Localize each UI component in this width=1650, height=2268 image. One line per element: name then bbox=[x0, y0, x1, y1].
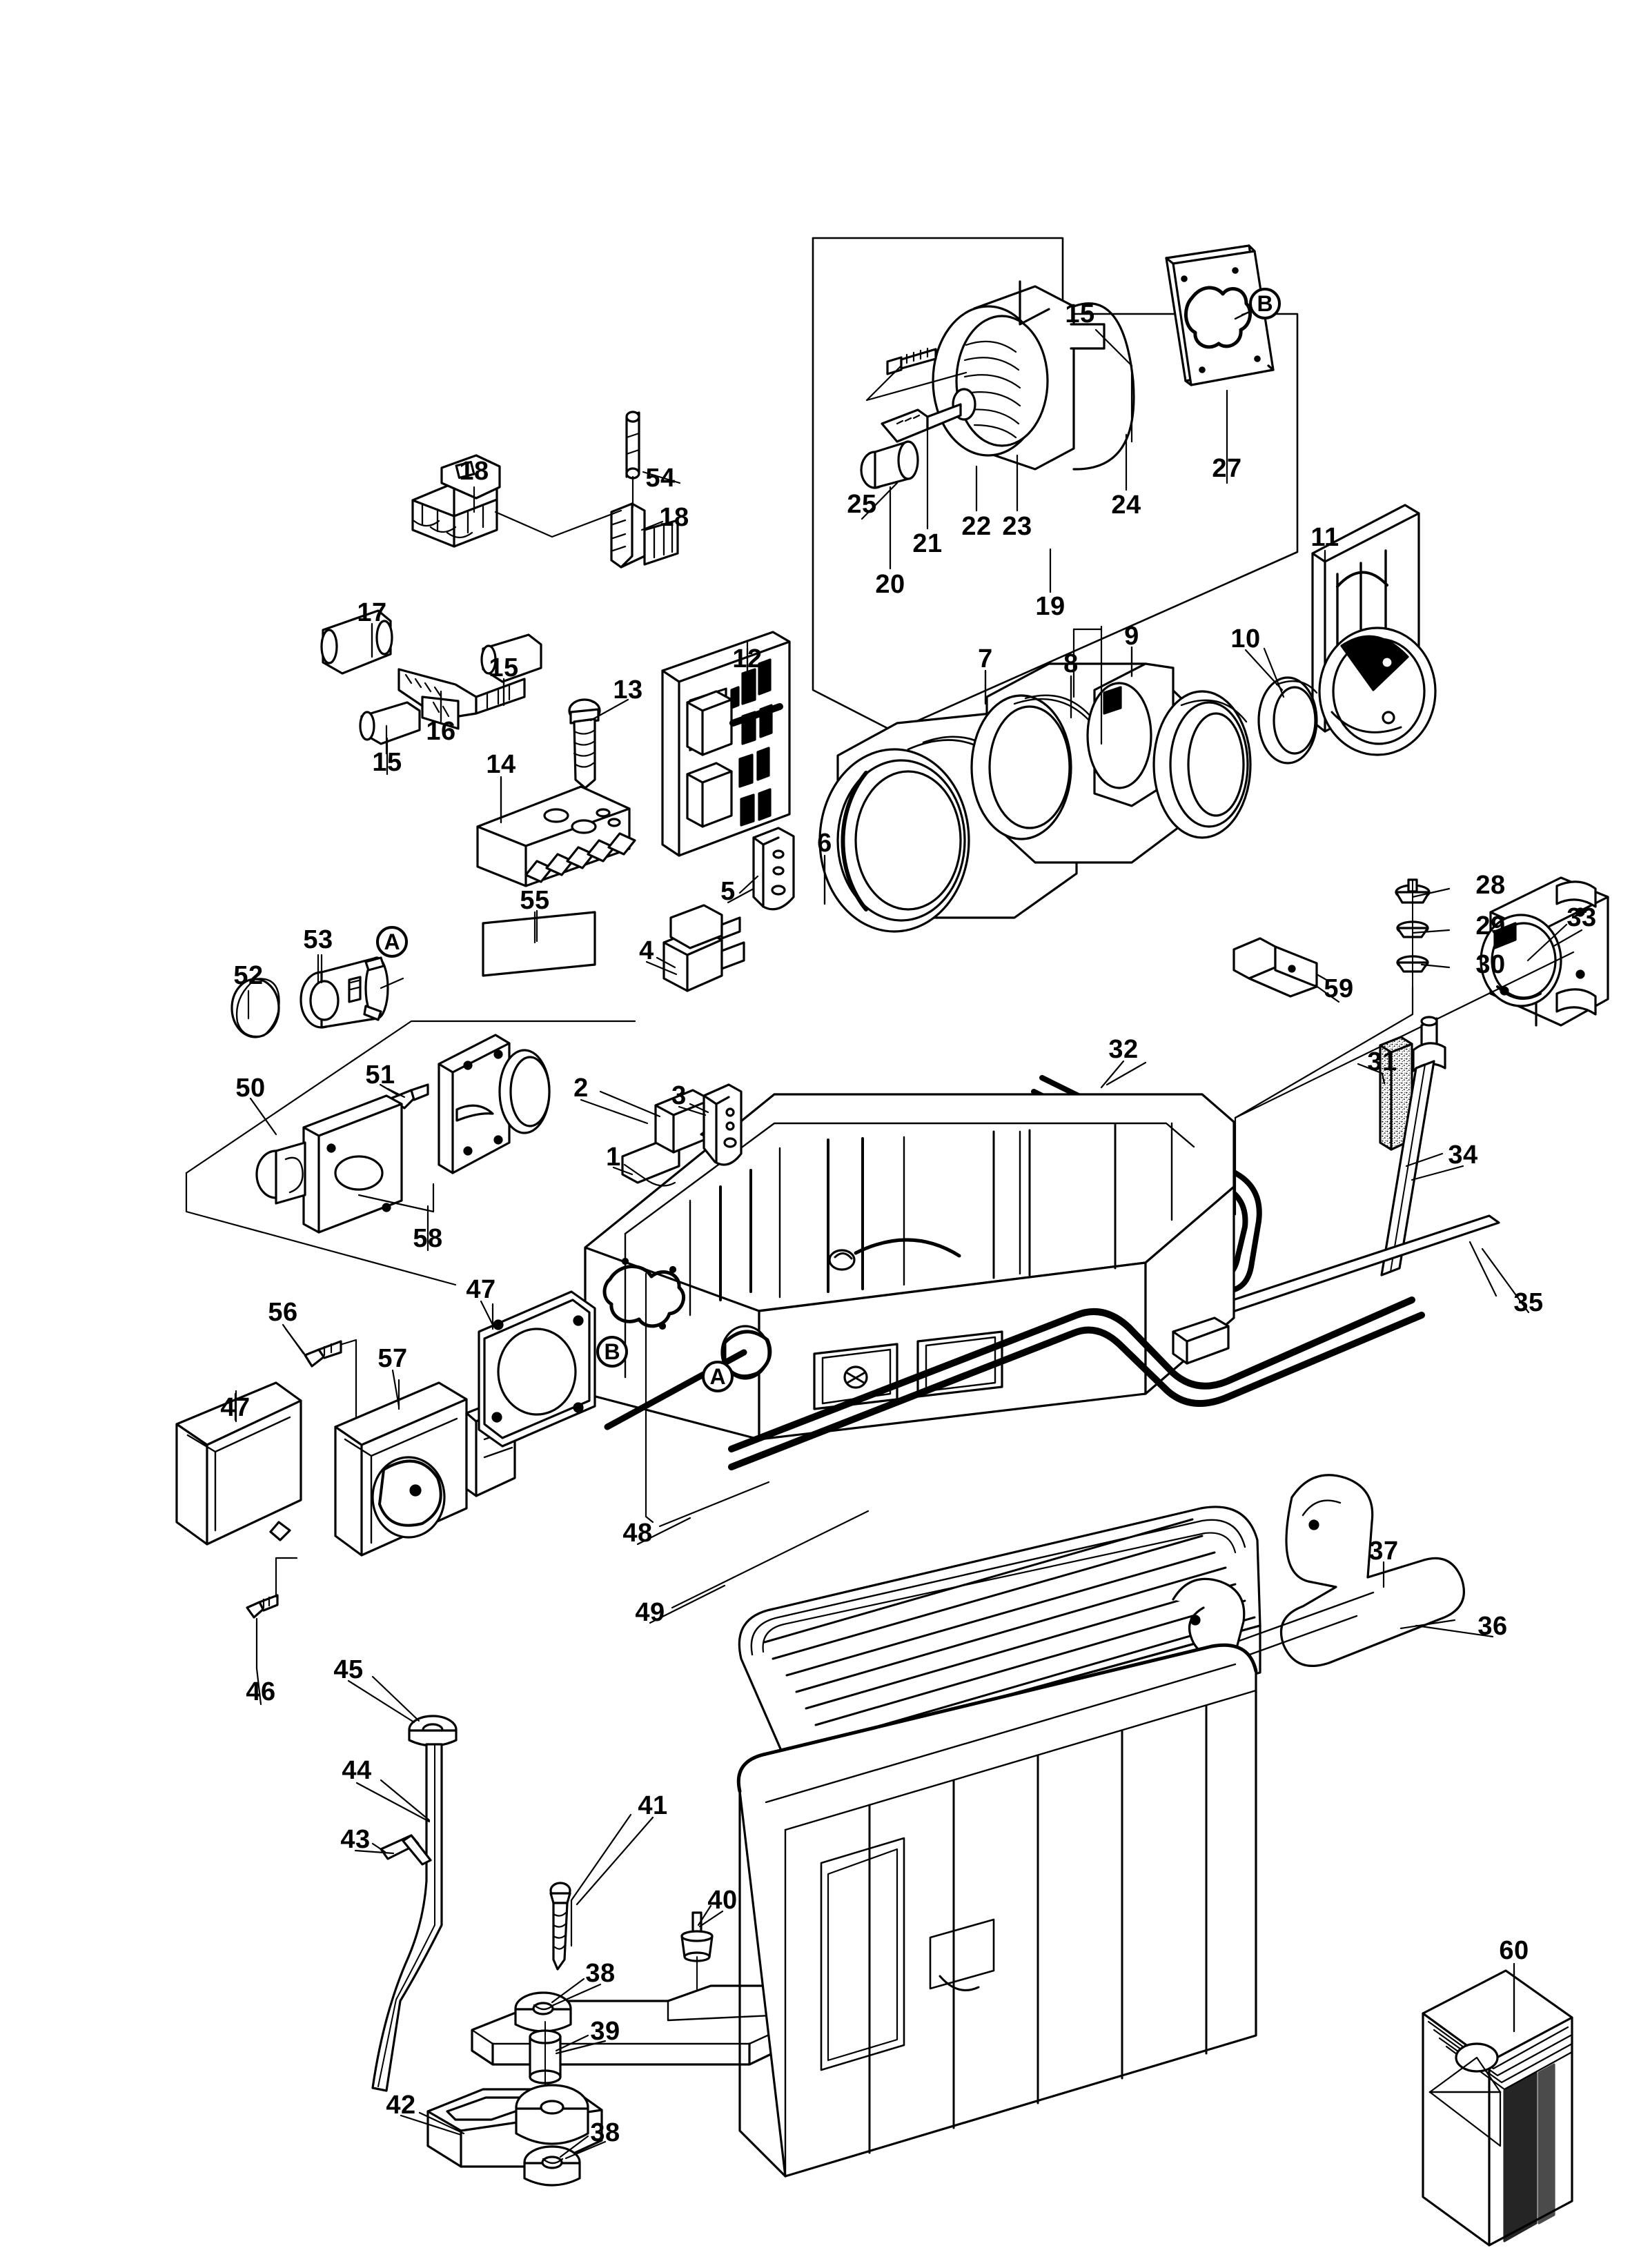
callout-5: 5 bbox=[720, 877, 736, 906]
callout-38-top: 38 bbox=[585, 1959, 616, 1988]
callout-57: 57 bbox=[377, 1344, 408, 1373]
callout-47-left: 47 bbox=[220, 1393, 251, 1422]
callout-27: 27 bbox=[1212, 454, 1242, 483]
callout-15-top: 15 bbox=[1065, 299, 1095, 328]
callout-47-mid: 47 bbox=[466, 1275, 496, 1304]
callout-22: 22 bbox=[961, 512, 992, 541]
reference-mark-a-left: A bbox=[376, 926, 408, 958]
callout-4: 4 bbox=[639, 936, 654, 965]
callout-53: 53 bbox=[303, 925, 333, 954]
callout-38-bottom: 38 bbox=[590, 2118, 620, 2147]
callout-29: 29 bbox=[1475, 911, 1506, 940]
callout-15-low: 15 bbox=[372, 748, 402, 777]
callout-25: 25 bbox=[847, 490, 877, 519]
callout-18-right: 18 bbox=[659, 503, 689, 532]
callout-48: 48 bbox=[622, 1519, 653, 1548]
reference-mark-a-housing: A bbox=[702, 1361, 734, 1392]
callout-37: 37 bbox=[1368, 1537, 1399, 1566]
callout-21: 21 bbox=[912, 529, 943, 558]
callout-41: 41 bbox=[638, 1791, 668, 1820]
callout-30: 30 bbox=[1475, 950, 1506, 979]
callout-17: 17 bbox=[357, 598, 387, 627]
callout-42: 42 bbox=[386, 2091, 416, 2120]
callout-14: 14 bbox=[486, 750, 516, 779]
callout-1: 1 bbox=[606, 1143, 621, 1172]
callout-31: 31 bbox=[1367, 1047, 1397, 1076]
callout-59: 59 bbox=[1324, 974, 1354, 1003]
callout-40: 40 bbox=[707, 1886, 738, 1915]
callout-54: 54 bbox=[645, 464, 676, 493]
callout-43: 43 bbox=[340, 1825, 371, 1854]
callout-44: 44 bbox=[342, 1756, 372, 1785]
callout-23: 23 bbox=[1002, 512, 1032, 541]
callout-8: 8 bbox=[1063, 649, 1079, 678]
callout-18-left: 18 bbox=[459, 457, 489, 486]
callout-11: 11 bbox=[1310, 523, 1339, 552]
callout-19: 19 bbox=[1035, 592, 1065, 621]
callout-58: 58 bbox=[413, 1224, 443, 1253]
callout-39: 39 bbox=[590, 2017, 620, 2046]
callout-12: 12 bbox=[732, 644, 763, 673]
callout-56: 56 bbox=[268, 1298, 298, 1327]
callout-9: 9 bbox=[1124, 622, 1139, 651]
callout-24: 24 bbox=[1111, 491, 1141, 520]
callout-6: 6 bbox=[817, 829, 832, 858]
callout-60: 60 bbox=[1499, 1936, 1529, 1965]
callout-10: 10 bbox=[1230, 624, 1261, 653]
callout-32: 32 bbox=[1108, 1035, 1139, 1064]
callout-35: 35 bbox=[1513, 1288, 1544, 1317]
callout-33: 33 bbox=[1566, 903, 1597, 932]
callout-28: 28 bbox=[1475, 871, 1506, 900]
callout-34: 34 bbox=[1448, 1141, 1478, 1170]
callout-50: 50 bbox=[235, 1074, 266, 1103]
callout-52: 52 bbox=[233, 961, 264, 990]
callout-13: 13 bbox=[613, 676, 643, 704]
callout-16: 16 bbox=[426, 717, 456, 746]
callout-51: 51 bbox=[365, 1061, 395, 1089]
callout-46: 46 bbox=[246, 1677, 276, 1706]
callout-15-mid: 15 bbox=[489, 653, 519, 682]
reference-mark-b-housing: B bbox=[596, 1336, 628, 1368]
callout-2: 2 bbox=[573, 1074, 589, 1103]
callout-7: 7 bbox=[978, 644, 993, 673]
callout-55: 55 bbox=[520, 886, 550, 915]
callout-45: 45 bbox=[333, 1655, 364, 1684]
reference-mark-b-top: B bbox=[1249, 288, 1281, 319]
callout-36: 36 bbox=[1477, 1612, 1508, 1641]
callout-3: 3 bbox=[671, 1081, 687, 1110]
callout-20: 20 bbox=[875, 570, 905, 599]
callout-49: 49 bbox=[635, 1598, 665, 1627]
